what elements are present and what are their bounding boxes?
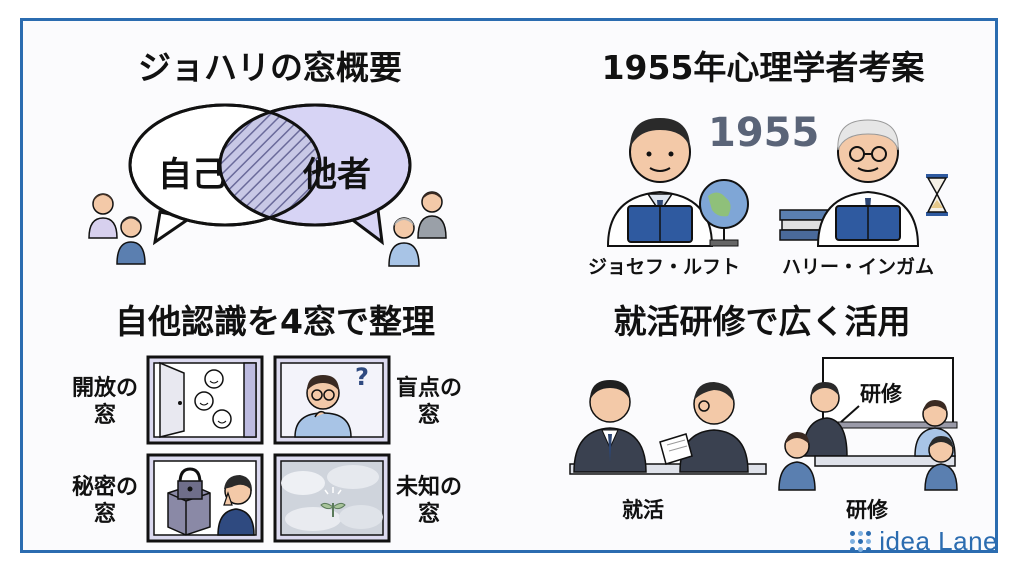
brand-logo: idea Lane — [850, 526, 998, 556]
hidden-window-pane — [146, 453, 264, 543]
venn-speech-bubbles — [128, 103, 412, 246]
blind-window-pane: ? — [273, 355, 391, 445]
unknown-window-pane — [273, 453, 391, 543]
open-window-pane — [146, 355, 264, 445]
self-label: 自己 — [158, 155, 226, 195]
whiteboard-text: 研修 — [860, 382, 902, 406]
people-right-illustration — [388, 191, 447, 267]
brand-name: idea Lane — [879, 525, 998, 556]
windows-title: 自他認識を4窓で整理 — [115, 302, 435, 341]
usage-title: 就活研修で広く活用 — [613, 302, 911, 341]
training-session-illustration — [778, 357, 958, 491]
people-left-illustration — [88, 193, 146, 265]
svg-text:?: ? — [355, 363, 369, 391]
overview-title: ジョハリの窓概要 — [138, 48, 402, 87]
unknown-window-label: 未知の 窓 — [395, 475, 462, 527]
blind-window-label: 盲点の 窓 — [395, 376, 462, 428]
training-label: 研修 — [846, 498, 888, 522]
hidden-window-label: 秘密の 窓 — [71, 475, 138, 527]
job-hunting-label: 就活 — [622, 498, 664, 522]
harry-ingham-illustration — [779, 119, 948, 247]
open-window-label: 開放の 窓 — [71, 376, 138, 428]
other-label: 他者 — [303, 155, 371, 195]
joseph-luft-illustration — [606, 118, 749, 247]
logo-dots-icon — [850, 530, 872, 552]
history-title: 1955年心理学者考案 — [601, 48, 925, 87]
joseph-luft-label: ジョセフ・ルフト — [588, 256, 741, 278]
harry-ingham-label: ハリー・インガム — [782, 256, 935, 278]
job-interview-illustration — [569, 380, 767, 475]
year-display: 1955 — [708, 110, 820, 156]
